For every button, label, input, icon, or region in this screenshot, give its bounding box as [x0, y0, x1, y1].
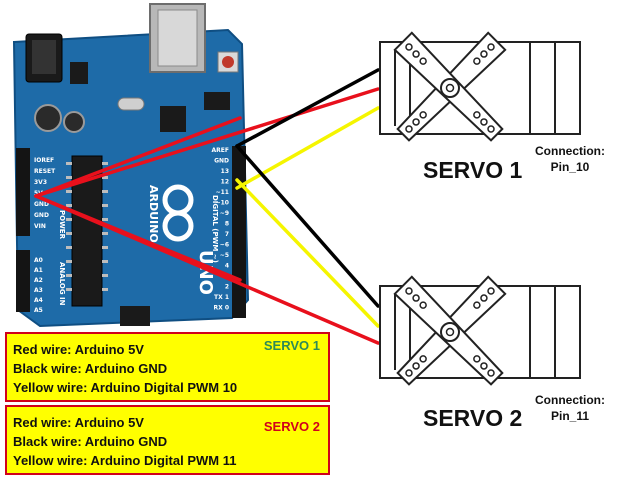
pin-label: RX 0 — [213, 305, 229, 312]
board-model: UNO — [195, 250, 216, 295]
servo-2-connection-pin: Pin_11 — [550, 409, 590, 423]
analog-header — [16, 250, 30, 312]
board-brand: ARDUINO — [147, 185, 160, 243]
pin-label: A5 — [34, 307, 43, 314]
voltage-regulator — [70, 62, 88, 84]
pin-label: 3V3 — [34, 179, 47, 186]
pin-label: ~11 — [216, 189, 229, 196]
power-red-lead-bottom — [34, 194, 242, 282]
servo-2-note-red: Red wire: Arduino 5V — [13, 415, 144, 430]
pin-label: A1 — [34, 267, 43, 274]
servo-1-note-yellow: Yellow wire: Arduino Digital PWM 10 — [13, 380, 238, 395]
servo-2-connection: Connection: Pin_11 — [528, 392, 612, 424]
pin-label: VIN — [34, 223, 46, 230]
pin-label: A3 — [34, 287, 43, 294]
servo-2-wiring-note: SERVO 2 Red wire: Arduino 5V Black wire:… — [5, 405, 330, 475]
digital-header — [232, 146, 246, 318]
pin-label: 12 — [221, 179, 229, 186]
pin-label: ~5 — [220, 252, 229, 259]
usb-chip — [160, 106, 186, 132]
servo1-black-wire — [235, 68, 380, 148]
servo-2-note-yellow: Yellow wire: Arduino Digital PWM 11 — [13, 453, 237, 468]
servo-1-horn — [393, 31, 507, 142]
servo-1-connection-pin: Pin_10 — [550, 160, 590, 174]
servo-1-title: SERVO 1 — [423, 157, 523, 183]
pin-label: GND — [34, 201, 49, 208]
servo2-yellow-wire — [235, 178, 380, 328]
servo-2-title: SERVO 2 — [423, 405, 523, 431]
servo-1-connection-heading: Connection: — [535, 144, 605, 158]
crystal — [117, 97, 145, 111]
servo-1-note-tag: SERVO 1 — [263, 338, 320, 353]
pin-label: ~10 — [216, 200, 229, 207]
servo-2 — [379, 275, 581, 386]
servo-2-horn — [393, 275, 507, 386]
pin-label: RESET — [34, 168, 56, 175]
servo-2-connection-heading: Connection: — [535, 393, 605, 407]
pin-label: 7 — [225, 231, 229, 238]
pin-label: ~6 — [220, 242, 229, 249]
icsp-header — [204, 92, 230, 110]
pin-label: 8 — [225, 221, 229, 228]
pin-label: GND — [214, 158, 229, 165]
pin-label: 13 — [221, 168, 229, 175]
analog-header-label: ANALOG IN — [58, 262, 66, 306]
arduino-board: ARDUINO UNO DIGITAL (PWM ~) POWER ANALOG… — [12, 3, 250, 328]
servo-2-note-tag: SERVO 2 — [263, 419, 320, 434]
arduino-logo — [162, 184, 194, 242]
servo1-red-wire — [34, 87, 380, 198]
servo-1-connection: Connection: Pin_10 — [528, 143, 612, 175]
servo1-yellow-wire — [235, 106, 380, 190]
capacitor — [63, 111, 85, 133]
servo-1 — [379, 31, 581, 142]
pin-label: TX 1 — [214, 294, 229, 301]
servo-2-note-black: Black wire: Arduino GND — [13, 434, 168, 449]
capacitor — [34, 104, 62, 132]
pin-label: GND — [34, 212, 49, 219]
pin-label: 4 — [225, 263, 229, 270]
icsp-header-bottom — [120, 306, 150, 326]
power-header — [16, 148, 30, 236]
pin-label: ~9 — [220, 210, 229, 217]
wires — [34, 68, 380, 345]
pin-label: A0 — [34, 257, 43, 264]
pin-label: A4 — [34, 297, 43, 304]
power-header-label: POWER — [58, 210, 66, 240]
servo-1-wiring-note: SERVO 1 Red wire: Arduino 5V Black wire:… — [5, 332, 330, 402]
pin-label: A2 — [34, 277, 43, 284]
power-red-lead-top — [34, 116, 242, 198]
servo2-black-wire — [235, 144, 380, 308]
pin-label: IOREF — [34, 157, 54, 164]
digital-header-label: DIGITAL (PWM ~) — [211, 195, 219, 263]
pin-label: 2 — [225, 284, 229, 291]
servo-1-note-black: Black wire: Arduino GND — [13, 361, 168, 376]
servo-1-note-red: Red wire: Arduino 5V — [13, 342, 144, 357]
pin-label: AREF — [212, 147, 229, 154]
